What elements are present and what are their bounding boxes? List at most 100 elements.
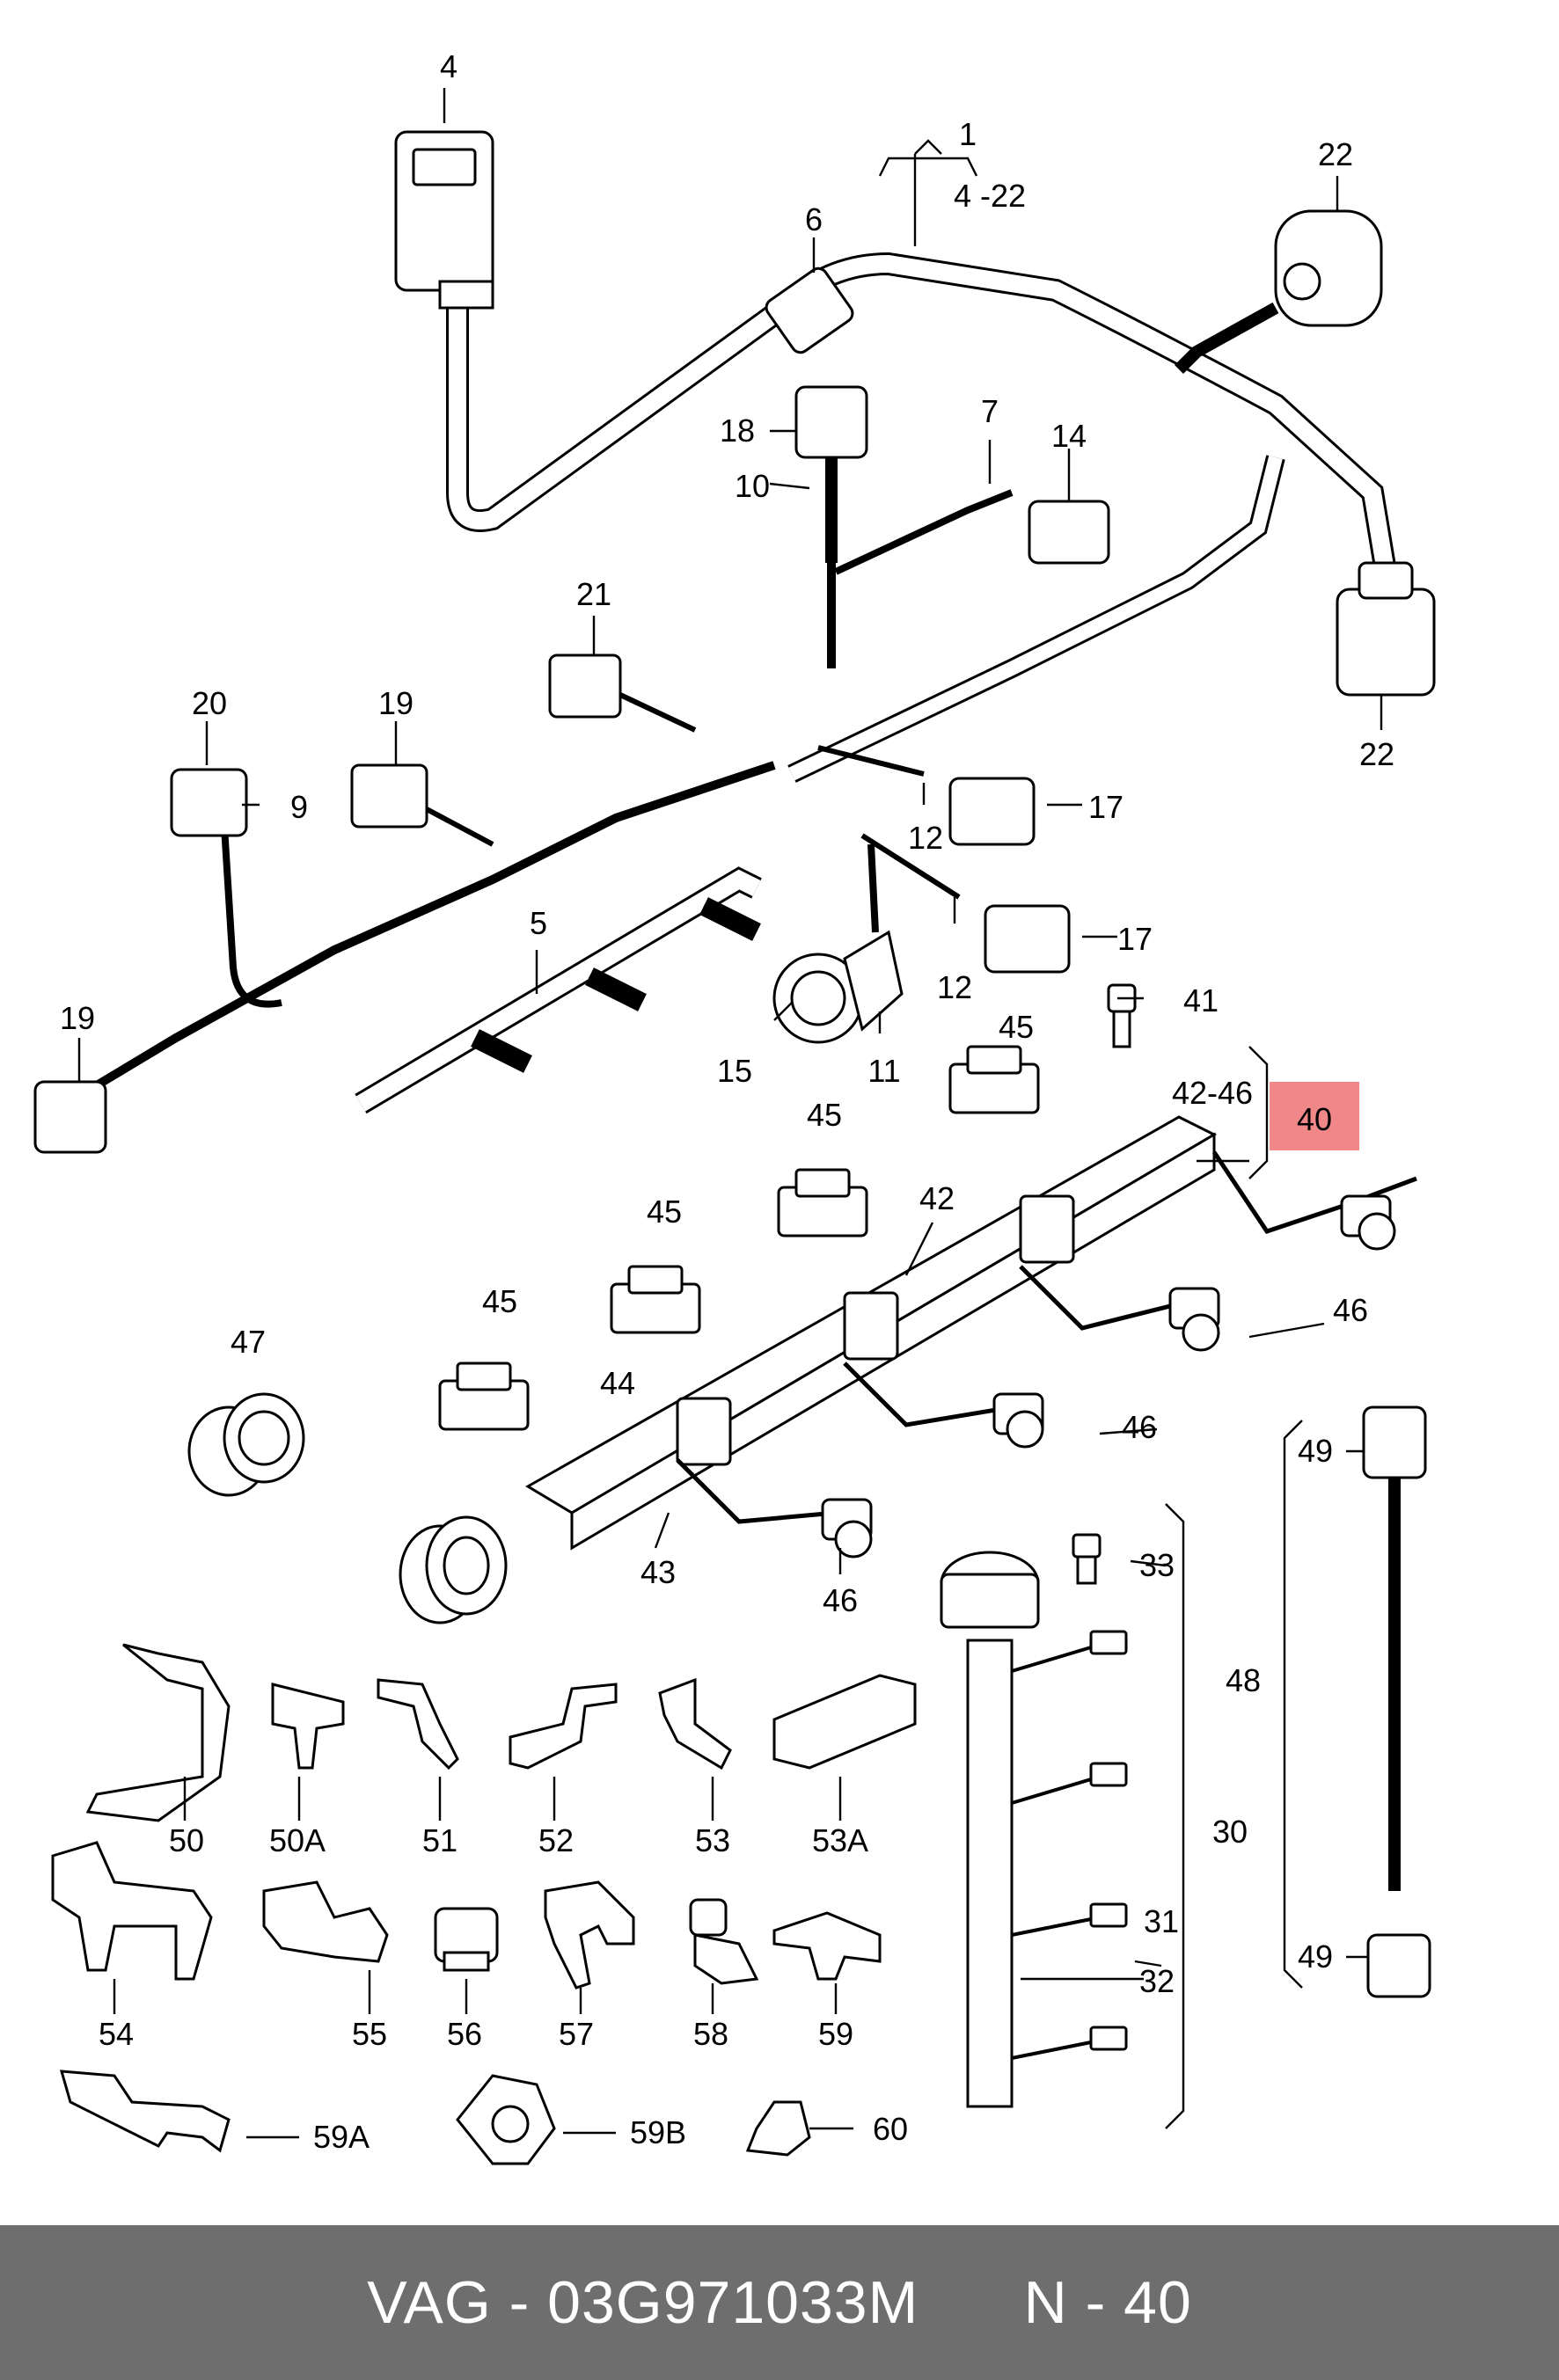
label-19-upper: 19 [378,685,414,721]
connector-4-icon [394,130,494,310]
label-22-lower: 22 [1359,736,1394,772]
label-44: 44 [600,1365,635,1401]
label-50A: 50A [269,1822,326,1858]
bracket-55-icon [262,1880,389,1963]
bracket-59A-icon [59,2070,231,2153]
label-53A: 53A [812,1822,868,1858]
label-42-46: 42-46 [1172,1075,1253,1111]
connector-21-icon [548,653,697,733]
position-reference: N - 40 [1023,2269,1192,2336]
injector-46-a-icon [1340,1194,1396,1251]
label-6: 6 [805,201,823,237]
label-1: 1 [959,116,977,152]
label-9: 9 [290,789,308,825]
label-49-upper: 49 [1298,1433,1333,1469]
label-11: 11 [867,1053,900,1089]
harness-30-icon [940,1551,1128,2108]
connector-19-lower-icon [33,1080,107,1154]
engine-harness-rail [187,983,1417,1624]
connector-45-d-icon [438,1362,530,1431]
label-45-b: 45 [807,1097,842,1133]
label-51: 51 [422,1822,457,1858]
label-40: 40 [1297,1101,1332,1137]
connector-22-lower-icon [1336,561,1436,697]
clip-56-icon [434,1907,499,1972]
label-43: 43 [640,1554,676,1590]
part-reference: VAG - 03G971033M [367,2269,919,2336]
label-45-c: 45 [647,1194,682,1230]
label-17-upper: 17 [1088,789,1124,825]
label-12-upper: 12 [908,820,943,856]
label-22-upper: 22 [1318,136,1353,172]
label-21: 21 [576,576,611,612]
label-20: 20 [192,685,227,721]
label-7: 7 [981,393,999,429]
label-45-d: 45 [482,1283,517,1319]
label-12-lower: 12 [937,969,972,1005]
highlight-40 [1270,1082,1359,1150]
label-14: 14 [1051,418,1087,454]
connector-45-b-icon [777,1168,868,1237]
bracket-52-icon [509,1683,618,1770]
label-57: 57 [559,2016,594,2052]
bracket-59-icon [772,1911,882,1981]
label-47: 47 [231,1324,266,1360]
bracket-51-icon [377,1678,459,1770]
clip-60-icon [745,2100,811,2157]
leader-lines [77,88,1383,2139]
connector-22-upper-icon [1274,209,1383,327]
bolt-41-icon [1107,983,1137,1048]
label-18: 18 [720,412,755,449]
label-19-lower: 19 [60,1000,95,1036]
label-56: 56 [447,2016,482,2052]
label-52: 52 [538,1822,574,1858]
round-connector-icon [399,1515,508,1624]
label-59: 59 [818,2016,853,2052]
bracket-57-icon [544,1880,635,1989]
label-33: 33 [1139,1547,1175,1583]
cover-53A-icon [772,1674,917,1770]
label-41: 41 [1183,982,1219,1018]
label-55: 55 [352,2016,387,2052]
bracket-53-icon [658,1677,732,1770]
connector-14-icon [1028,500,1110,565]
label-5: 5 [530,905,547,941]
connector-18-icon [794,385,868,668]
injector-46-b-icon [1168,1287,1220,1352]
wiring-harness-diagram: 1 4 -22 4 6 22 22 18 10 7 14 21 20 19 9 … [33,48,1436,2165]
clip-59B-icon [456,2074,556,2165]
label-10: 10 [735,468,770,504]
sensor-15-icon [772,843,904,1044]
injector-46-d-icon [821,1498,873,1559]
connector-19-upper-icon [350,763,494,847]
label-46-b: 46 [1122,1409,1157,1445]
label-42: 42 [919,1180,955,1216]
connector-20-icon [170,768,248,837]
label-48: 48 [1226,1662,1261,1698]
connector-17-upper-icon [817,745,1036,846]
label-4: 4 [440,48,457,84]
connector-45-c-icon [610,1265,701,1334]
connector-45-a-icon [948,1045,1040,1114]
bracket-50-icon [85,1643,231,1822]
label-32: 32 [1139,1963,1175,1999]
clip-50A-icon [271,1683,345,1770]
connector-17-lower-icon [860,833,1071,974]
label-4-22: 4 -22 [954,178,1026,214]
label-59B: 59B [630,2114,686,2150]
clip-58-icon [689,1898,759,1985]
label-15: 15 [717,1053,752,1089]
lower-parts [51,1405,1431,2165]
footer-gap [919,2268,1023,2337]
label-46-c: 46 [823,1582,858,1618]
label-53: 53 [695,1822,730,1858]
grommet-47-icon [187,1392,305,1497]
label-59A: 59A [313,2119,370,2155]
bracket-54-icon [51,1841,213,1981]
label-54: 54 [99,2016,134,2052]
label-58: 58 [693,2016,728,2052]
label-60: 60 [873,2111,908,2147]
upper-harness [33,130,1436,1154]
label-50: 50 [169,1822,204,1858]
lead-48-icon [1362,1405,1431,1998]
